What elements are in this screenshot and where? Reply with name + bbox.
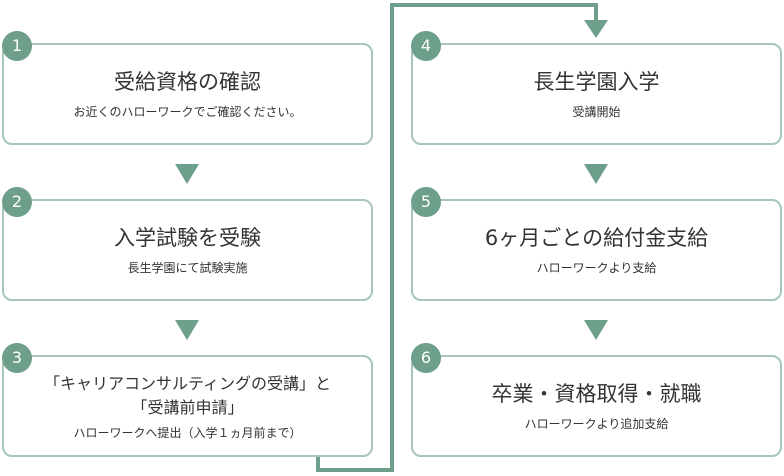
step-1-title: 受給資格の確認 — [114, 69, 261, 94]
step-1-box: 1 受給資格の確認 お近くのハローワークでご確認ください。 — [2, 31, 373, 145]
step-6-title: 卒業・資格取得・就職 — [491, 381, 702, 406]
step-3-description: ハローワークへ提出（入学１ヵ月前まで） — [73, 426, 302, 440]
step-6-description: ハローワークより追加支給 — [524, 417, 669, 432]
step-2-number-badge: 2 — [2, 187, 32, 217]
step-5-number-badge: 5 — [411, 187, 441, 217]
step-5-description: ハローワークより支給 — [536, 261, 657, 276]
step-3-box: 3 「キャリアコンサルティングの受講」と 「受講前申請」 ハローワークへ提出（入… — [2, 343, 373, 457]
connector-arrowhead — [584, 20, 608, 38]
step-2-description: 長生学園にて試験実施 — [127, 261, 248, 276]
step-6-box: 6 卒業・資格取得・就職 ハローワークより追加支給 — [411, 343, 782, 457]
step-5-title: 6ヶ月ごとの給付金支給 — [484, 225, 709, 250]
step-6-number-badge: 6 — [411, 343, 441, 373]
step-1-number-badge: 1 — [2, 31, 32, 61]
arrow-down-icon — [584, 164, 608, 184]
arrow-down-icon — [584, 320, 608, 340]
step-4-title: 長生学園入学 — [533, 69, 660, 94]
step-4-box: 4 長生学園入学 受講開始 — [411, 31, 782, 145]
step-3-number-badge: 3 — [2, 343, 32, 373]
step-4-number-badge: 4 — [411, 31, 441, 61]
arrow-down-icon — [175, 320, 199, 340]
step-2-box: 2 入学試験を受験 長生学園にて試験実施 — [2, 187, 373, 301]
step-5-box: 5 6ヶ月ごとの給付金支給 ハローワークより支給 — [411, 187, 782, 301]
step-3-title-line-1: 「キャリアコンサルティングの受講」と — [43, 374, 332, 393]
arrow-down-icon — [175, 164, 199, 184]
step-4-description: 受講開始 — [572, 105, 621, 120]
step-1-description: お近くのハローワークでご確認ください。 — [73, 105, 302, 120]
step-3-title-line-2: 「受講前申請」 — [131, 398, 244, 417]
step-2-title: 入学試験を受験 — [114, 225, 261, 250]
